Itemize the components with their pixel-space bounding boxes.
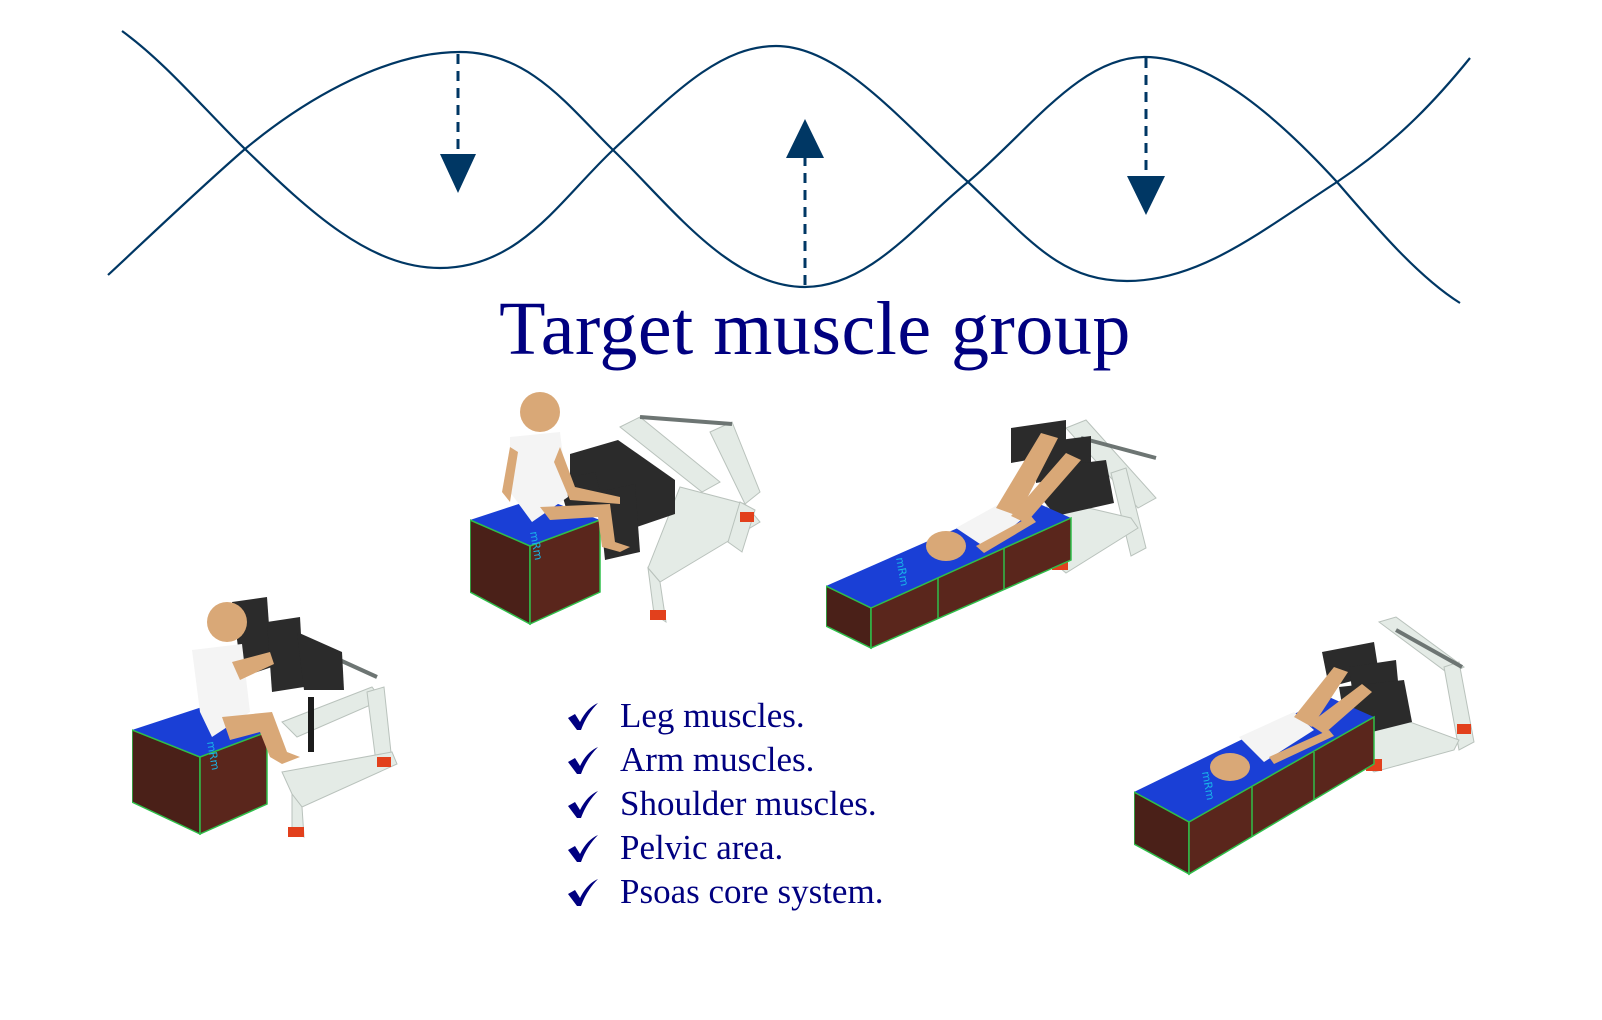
- check-mark-icon: [568, 703, 598, 730]
- foot-cap: [650, 610, 666, 620]
- checklist-item-label: Arm muscles.: [620, 740, 815, 779]
- device-frame: [619, 416, 761, 624]
- checklist-item-label: Pelvic area.: [620, 828, 784, 867]
- mat-boxes: mRm: [1134, 697, 1375, 876]
- foot-cap: [377, 757, 391, 767]
- wave-diagram: [107, 30, 1471, 304]
- brand-logo: mRm: [1199, 770, 1217, 801]
- device-rod: [639, 415, 733, 426]
- foot-cap: [1457, 724, 1471, 734]
- wave-curve-a: [121, 30, 1471, 283]
- seat-box: mRm: [470, 497, 601, 626]
- check-mark-icon: [568, 791, 598, 818]
- muscle-group-checklist: Leg muscles. Arm muscles. Shoulder muscl…: [566, 694, 883, 914]
- figure-seated-arm-exercise: mRm: [132, 597, 398, 838]
- checklist-item: Leg muscles.: [566, 694, 883, 738]
- figure-seated-leg-exercise: mRm: [470, 392, 761, 626]
- arrow-down-2: [1127, 58, 1165, 215]
- check-mark-icon: [568, 879, 598, 906]
- check-mark-icon: [568, 747, 598, 774]
- checklist-item: Psoas core system.: [566, 870, 883, 914]
- check-mark-icon: [568, 835, 598, 862]
- page-title: Target muscle group: [499, 287, 1131, 371]
- checklist-item-label: Leg muscles.: [620, 696, 805, 735]
- mannequin: [1210, 667, 1372, 781]
- brand-logo: mRm: [527, 530, 545, 561]
- checklist-item-label: Psoas core system.: [620, 872, 884, 911]
- foot-cap: [288, 827, 304, 837]
- mannequin: [192, 602, 300, 764]
- brand-logo: mRm: [893, 556, 911, 587]
- device-frame: [281, 686, 398, 838]
- checklist-item: Shoulder muscles.: [566, 782, 883, 826]
- device-rod: [1080, 436, 1157, 460]
- brand-logo: mRm: [204, 740, 222, 771]
- seat-box: mRm: [132, 707, 268, 836]
- wave-curve-b: [107, 50, 1461, 304]
- arrow-down-1: [440, 54, 476, 193]
- figure-supine-leg-exercise: mRm: [826, 419, 1157, 650]
- foot-cap: [740, 512, 754, 522]
- mannequin: [502, 392, 630, 552]
- checklist-item-label: Shoulder muscles.: [620, 784, 877, 823]
- mannequin: [926, 433, 1081, 561]
- device-rod: [1395, 628, 1463, 669]
- checklist-item: Pelvic area.: [566, 826, 883, 870]
- arrow-up: [786, 119, 824, 285]
- checklist-item: Arm muscles.: [566, 738, 883, 782]
- figure-supine-arm-exercise: mRm: [1134, 616, 1475, 876]
